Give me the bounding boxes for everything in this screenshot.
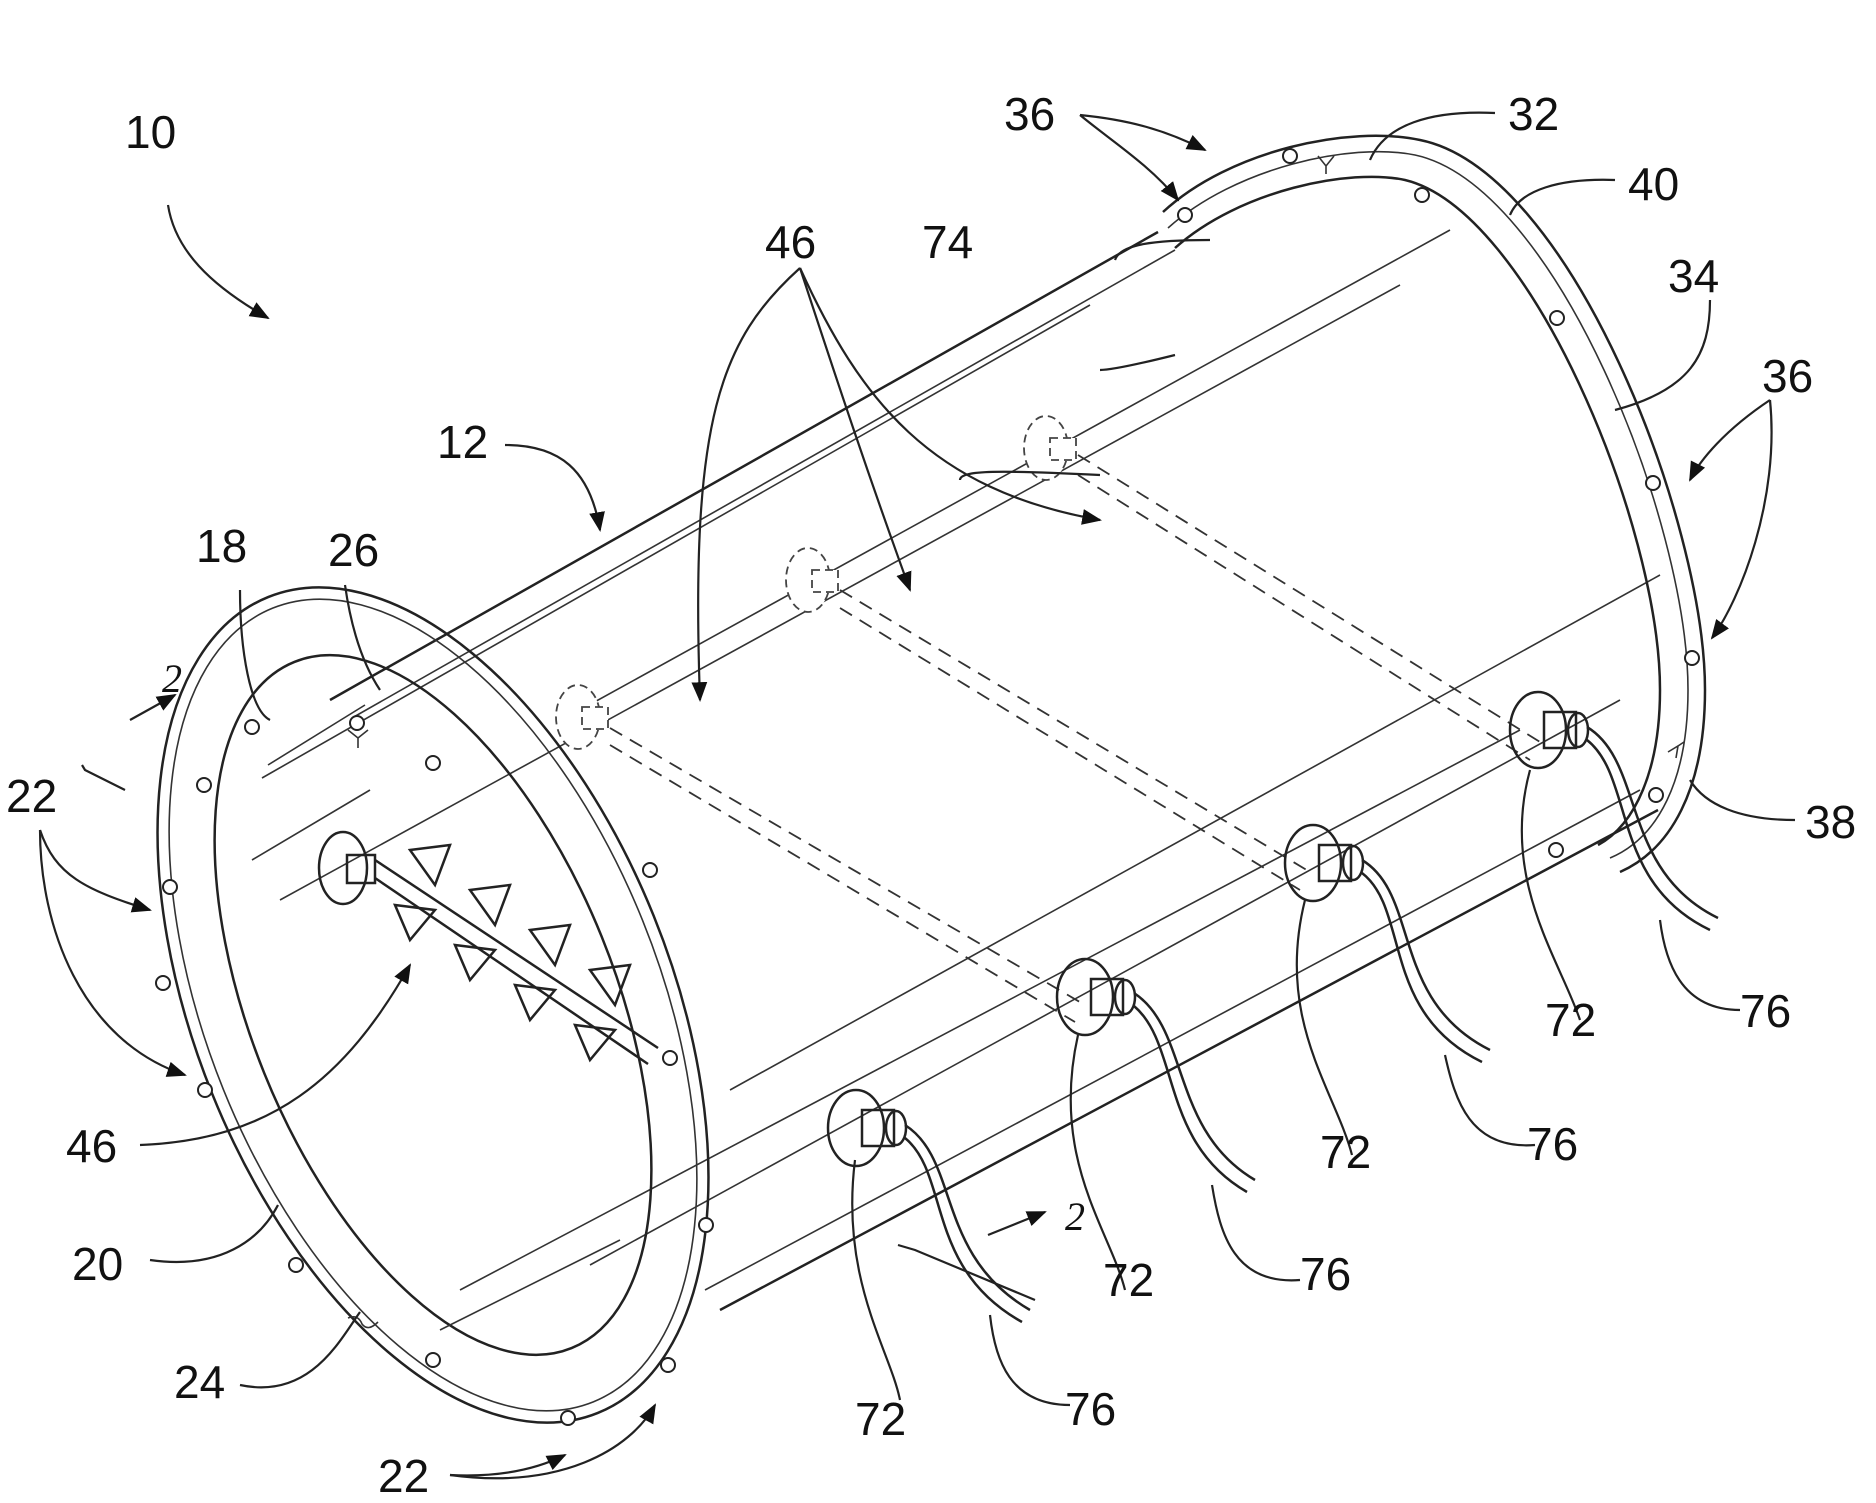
label-36-right: 36: [1762, 350, 1813, 402]
label-72-d: 72: [1545, 994, 1596, 1046]
label-22-bottom: 22: [378, 1450, 429, 1498]
label-12: 12: [437, 416, 488, 468]
tube-body: [262, 230, 1660, 1310]
label-36-top: 36: [1004, 88, 1055, 140]
label-76-d: 76: [1740, 985, 1791, 1037]
label-20: 20: [72, 1238, 123, 1290]
label-72-a: 72: [855, 1393, 906, 1445]
connector-1: [828, 1090, 1030, 1322]
right-end-flange: [1163, 136, 1705, 872]
label-74: 74: [922, 216, 973, 268]
label-34: 34: [1668, 250, 1719, 302]
label-46-top: 46: [765, 216, 816, 268]
section-mark-left: 2: [162, 656, 182, 701]
section-mark-right: 2: [1065, 1194, 1085, 1239]
leader-lines: [40, 113, 1795, 1479]
label-22-left: 22: [6, 770, 57, 822]
connector-2: [1057, 959, 1255, 1192]
label-10: 10: [125, 106, 176, 158]
label-38: 38: [1805, 796, 1856, 848]
reference-labels: 10 12 18 26 22 46 20 24 22 36 32 40 34 3…: [6, 88, 1856, 1498]
label-32: 32: [1508, 88, 1559, 140]
label-26: 26: [328, 524, 379, 576]
label-72-b: 72: [1103, 1254, 1154, 1306]
connector-3: [1285, 825, 1490, 1062]
label-46-left: 46: [66, 1120, 117, 1172]
label-76-c: 76: [1527, 1118, 1578, 1170]
label-18: 18: [196, 520, 247, 572]
label-76-a: 76: [1065, 1383, 1116, 1435]
label-76-b: 76: [1300, 1248, 1351, 1300]
label-24: 24: [174, 1356, 225, 1408]
label-72-c: 72: [1320, 1126, 1371, 1178]
label-40: 40: [1628, 158, 1679, 210]
